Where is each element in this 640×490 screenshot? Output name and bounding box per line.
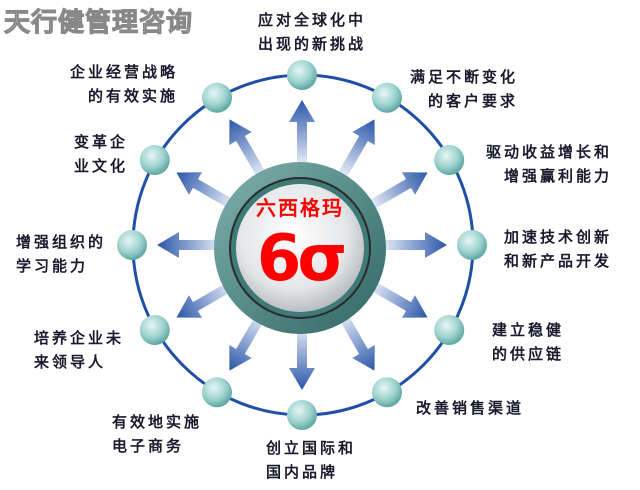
benefit-label: 变革企业文化: [74, 133, 129, 175]
benefit-label: 驱动收益增长和增强赢利能力: [486, 143, 613, 185]
arrow-icon: [157, 232, 222, 258]
benefit-label: 增强组织的学习能力: [16, 233, 107, 275]
center-sigma-symbol: 6σ: [256, 222, 347, 296]
benefit-node: [139, 145, 170, 175]
benefit-node: [372, 377, 402, 408]
benefit-node: [434, 145, 465, 175]
arrow-icon: [289, 325, 315, 390]
benefit-node: [139, 315, 170, 345]
arrow-icon: [176, 172, 236, 210]
benefit-label: 改善销售渠道: [416, 399, 525, 417]
arrow-icon: [382, 232, 447, 258]
benefit-label: 建立稳健的供应链: [492, 321, 565, 363]
benefit-node: [434, 315, 465, 345]
benefit-label: 培养企业未来领导人: [34, 329, 125, 371]
arrow-icon: [229, 311, 267, 371]
benefit-node: [287, 400, 317, 430]
benefit-label: 企业经营战略的有效实施: [70, 63, 179, 105]
arrow-icon: [337, 311, 375, 371]
benefit-node: [202, 377, 232, 408]
benefit-node: [117, 230, 147, 260]
benefit-label: 加速技术创新和新产品开发: [504, 228, 613, 270]
arrow-icon: [289, 100, 315, 165]
center-medallion-inner: [236, 184, 364, 312]
benefit-node: [372, 82, 402, 113]
benefit-label: 满足不断变化的客户要求: [410, 68, 519, 110]
arrow-icon: [176, 280, 236, 318]
benefit-node: [457, 230, 487, 260]
benefit-label: 创立国际和国内品牌: [266, 439, 357, 481]
benefit-label: 有效地实施电子商务: [112, 413, 203, 455]
arrow-icon: [368, 172, 428, 210]
benefit-label: 应对全球化中出现的新挑战: [258, 11, 367, 53]
benefit-node: [202, 82, 232, 113]
arrow-icon: [368, 280, 428, 318]
center-title: 六西格玛: [256, 196, 344, 220]
benefit-node: [287, 60, 317, 90]
arrow-icon: [229, 119, 267, 179]
arrow-icon: [337, 119, 375, 179]
watermark: 天行健管理咨询: [3, 8, 194, 39]
